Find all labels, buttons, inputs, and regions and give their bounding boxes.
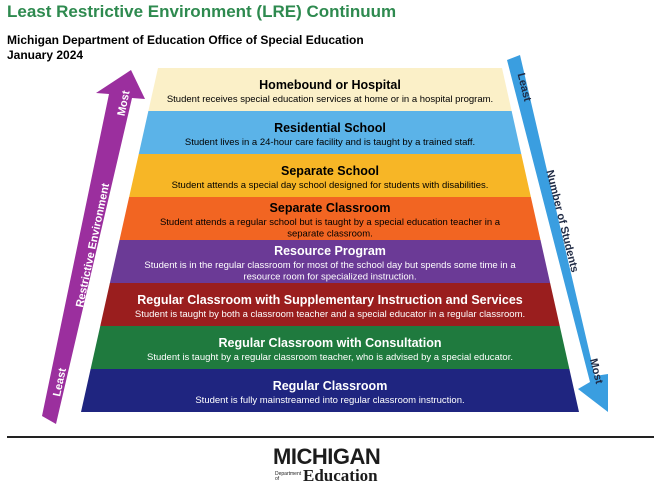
level-title: Residential School: [274, 121, 386, 135]
left-arrow-top-label: Most: [116, 89, 133, 117]
level-description: Student receives special education servi…: [167, 94, 493, 105]
logo-education-text: Education: [303, 466, 378, 485]
level-title: Regular Classroom: [273, 379, 388, 393]
page-subtitle: Michigan Department of Education Office …: [7, 33, 364, 63]
level-description: resource room for specialized instructio…: [243, 271, 416, 282]
level-description: Student attends a special day school des…: [172, 180, 489, 191]
level-description: Student is in the regular classroom for …: [144, 260, 516, 271]
page-title: Least Restrictive Environment (LRE) Cont…: [7, 2, 397, 21]
level-band: [109, 240, 551, 283]
level-5: Regular Classroom with Supplementary Ins…: [100, 283, 560, 326]
level-description: Student is taught by both a classroom te…: [135, 309, 525, 320]
level-title: Resource Program: [274, 244, 386, 258]
subtitle-date: January 2024: [7, 48, 84, 62]
level-band: [148, 68, 512, 111]
left-arrow-bottom-label: Least: [51, 367, 69, 398]
level-description: Student lives in a 24-hour care facility…: [185, 137, 475, 148]
michigan-education-logo: MICHIGAN Department of Education: [273, 444, 389, 488]
logo-michigan-text: MICHIGAN: [273, 444, 381, 469]
level-band: [119, 197, 541, 240]
level-band: [90, 326, 570, 369]
left-arrow-shape: [42, 70, 145, 424]
level-title: Regular Classroom with Supplementary Ins…: [137, 293, 523, 307]
level-title: Separate Classroom: [270, 201, 391, 215]
level-description: Student is fully mainstreamed into regul…: [195, 395, 464, 406]
level-description: Student is taught by a regular classroom…: [147, 352, 513, 363]
level-band: [81, 369, 579, 412]
footer-divider: [7, 436, 654, 438]
level-title: Homebound or Hospital: [259, 78, 401, 92]
level-title: Separate School: [281, 164, 379, 178]
logo-department-text: Department of: [275, 471, 302, 482]
level-6: Regular Classroom with ConsultationStude…: [90, 326, 570, 369]
level-band: [138, 111, 522, 154]
subtitle-org: Michigan Department of Education Office …: [7, 33, 364, 47]
level-title: Regular Classroom with Consultation: [219, 336, 442, 350]
right-arrow-shape: [507, 55, 608, 412]
level-band: [129, 154, 531, 197]
level-band: [100, 283, 560, 326]
level-description: Student attends a regular school but is …: [160, 217, 501, 228]
level-description: separate classroom.: [287, 228, 373, 239]
